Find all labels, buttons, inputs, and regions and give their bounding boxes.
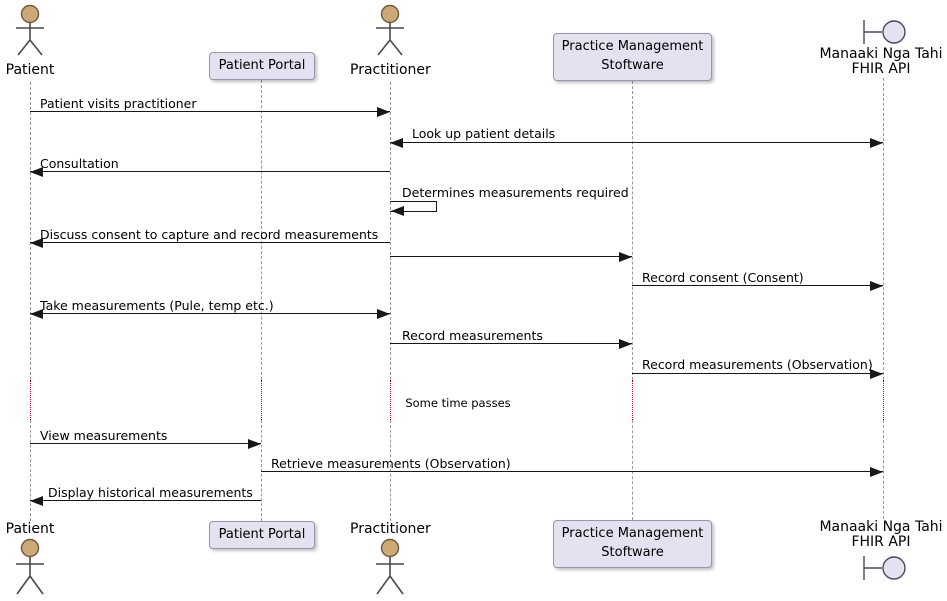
actor-icon-practitioner-bottom [376, 538, 404, 595]
participant-label-fhir-api-bottom-line2: FHIR API [851, 534, 911, 550]
participant-box-patient-portal-bottom: Patient Portal [209, 521, 315, 549]
participant-label-patient-bottom: Patient [5, 521, 55, 537]
lifeline-fhir-api [883, 420, 884, 519]
lifeline-patient-portal-delay [261, 380, 262, 420]
lifeline-patient-portal [261, 420, 262, 521]
message-arrow [30, 500, 261, 501]
lifeline-practitioner-delay [390, 380, 391, 420]
message-label: Record measurements (Observation) [642, 357, 873, 372]
message-label: Look up patient details [412, 126, 556, 141]
participant-label-practice-management-bottom-line2: Stoftware [601, 545, 664, 560]
message-arrow [30, 242, 390, 243]
actor-icon-patient-bottom [16, 538, 44, 595]
arrowhead-right-icon [377, 107, 390, 117]
participant-label-practice-management-bottom-line1: Practice Management [561, 526, 704, 542]
arrowhead-right-icon [619, 252, 632, 262]
message-arrow [632, 285, 883, 286]
lifeline-fhir-api [883, 78, 884, 380]
participant-label-practitioner-bottom: Practitioner [350, 521, 431, 537]
actor-icon-patient-top [16, 4, 44, 56]
message-arrow [632, 373, 883, 374]
arrowhead-left-icon [390, 138, 403, 148]
lifeline-patient [30, 420, 31, 521]
arrowhead-right-icon [870, 138, 883, 148]
participant-label-fhir-api-line2: FHIR API [851, 61, 911, 77]
participant-label-patient: Patient [5, 62, 55, 78]
lifeline-practitioner [390, 82, 391, 380]
message-arrow [390, 343, 632, 344]
message-label: Display historical measurements [48, 485, 253, 500]
lifeline-practice-management [632, 420, 633, 520]
participant-label-patient-portal-bottom: Patient Portal [218, 526, 306, 542]
message-label: View measurements [40, 428, 168, 443]
message-arrow [261, 471, 883, 472]
participant-box-practice-management-bottom: Practice Management Stoftware [553, 520, 712, 568]
self-message-loop [390, 201, 437, 212]
arrowhead-right-icon [377, 309, 390, 319]
delay-label: Some time passes [405, 396, 511, 410]
arrowhead-right-icon [870, 369, 883, 379]
lifeline-patient-delay [30, 380, 31, 420]
participant-box-practice-management: Practice Management Stoftware [553, 33, 712, 81]
message-label: Consultation [40, 156, 119, 171]
message-label: Take measurements (Pule, temp etc.) [40, 298, 274, 313]
lifeline-practice-management-delay [632, 380, 633, 420]
lifeline-patient-portal [261, 80, 262, 380]
lifeline-practitioner [390, 420, 391, 521]
actor-icon-practitioner-top [376, 4, 404, 56]
participant-label-fhir-api-line1: Manaaki Nga Tahi [819, 46, 943, 62]
message-label: Record measurements [402, 328, 543, 343]
message-label: Discuss consent to capture and record me… [40, 227, 379, 242]
participant-label-fhir-api-bottom: Manaaki Nga Tahi FHIR API [806, 520, 947, 550]
participant-label-patient-portal: Patient Portal [218, 57, 306, 73]
participant-box-patient-portal: Patient Portal [209, 52, 315, 80]
message-arrow [390, 142, 883, 143]
arrowhead-right-icon [870, 281, 883, 291]
arrowhead-left-icon [30, 167, 43, 177]
arrowhead-right-icon [248, 439, 261, 449]
arrowhead-left-icon [30, 309, 43, 319]
arrowhead-left-icon [391, 206, 404, 216]
message-arrow [30, 313, 390, 314]
message-label: Record consent (Consent) [642, 270, 804, 285]
message-arrow [30, 111, 390, 112]
participant-label-fhir-api: Manaaki Nga Tahi FHIR API [806, 47, 947, 77]
lifeline-fhir-api-delay [883, 380, 884, 420]
message-label: Determines measurements required [402, 185, 629, 200]
boundary-icon-fhir-api-bottom [863, 556, 906, 580]
message-label: Patient visits practitioner [40, 96, 197, 111]
participant-label-practice-management-line1: Practice Management [561, 39, 704, 55]
participant-label-practice-management-line2: Stoftware [601, 58, 664, 73]
message-arrow [390, 256, 632, 257]
message-label: Retrieve measurements (Observation) [271, 456, 511, 471]
message-arrow [30, 443, 261, 444]
boundary-icon-fhir-api-top [863, 20, 906, 44]
lifeline-practice-management [632, 81, 633, 380]
lifeline-patient [30, 82, 31, 380]
arrowhead-right-icon [870, 467, 883, 477]
message-arrow [30, 171, 390, 172]
arrowhead-left-icon [30, 238, 43, 248]
arrowhead-right-icon [619, 339, 632, 349]
participant-label-fhir-api-bottom-line1: Manaaki Nga Tahi [819, 519, 943, 535]
participant-label-practitioner: Practitioner [350, 62, 431, 78]
arrowhead-left-icon [30, 496, 43, 506]
